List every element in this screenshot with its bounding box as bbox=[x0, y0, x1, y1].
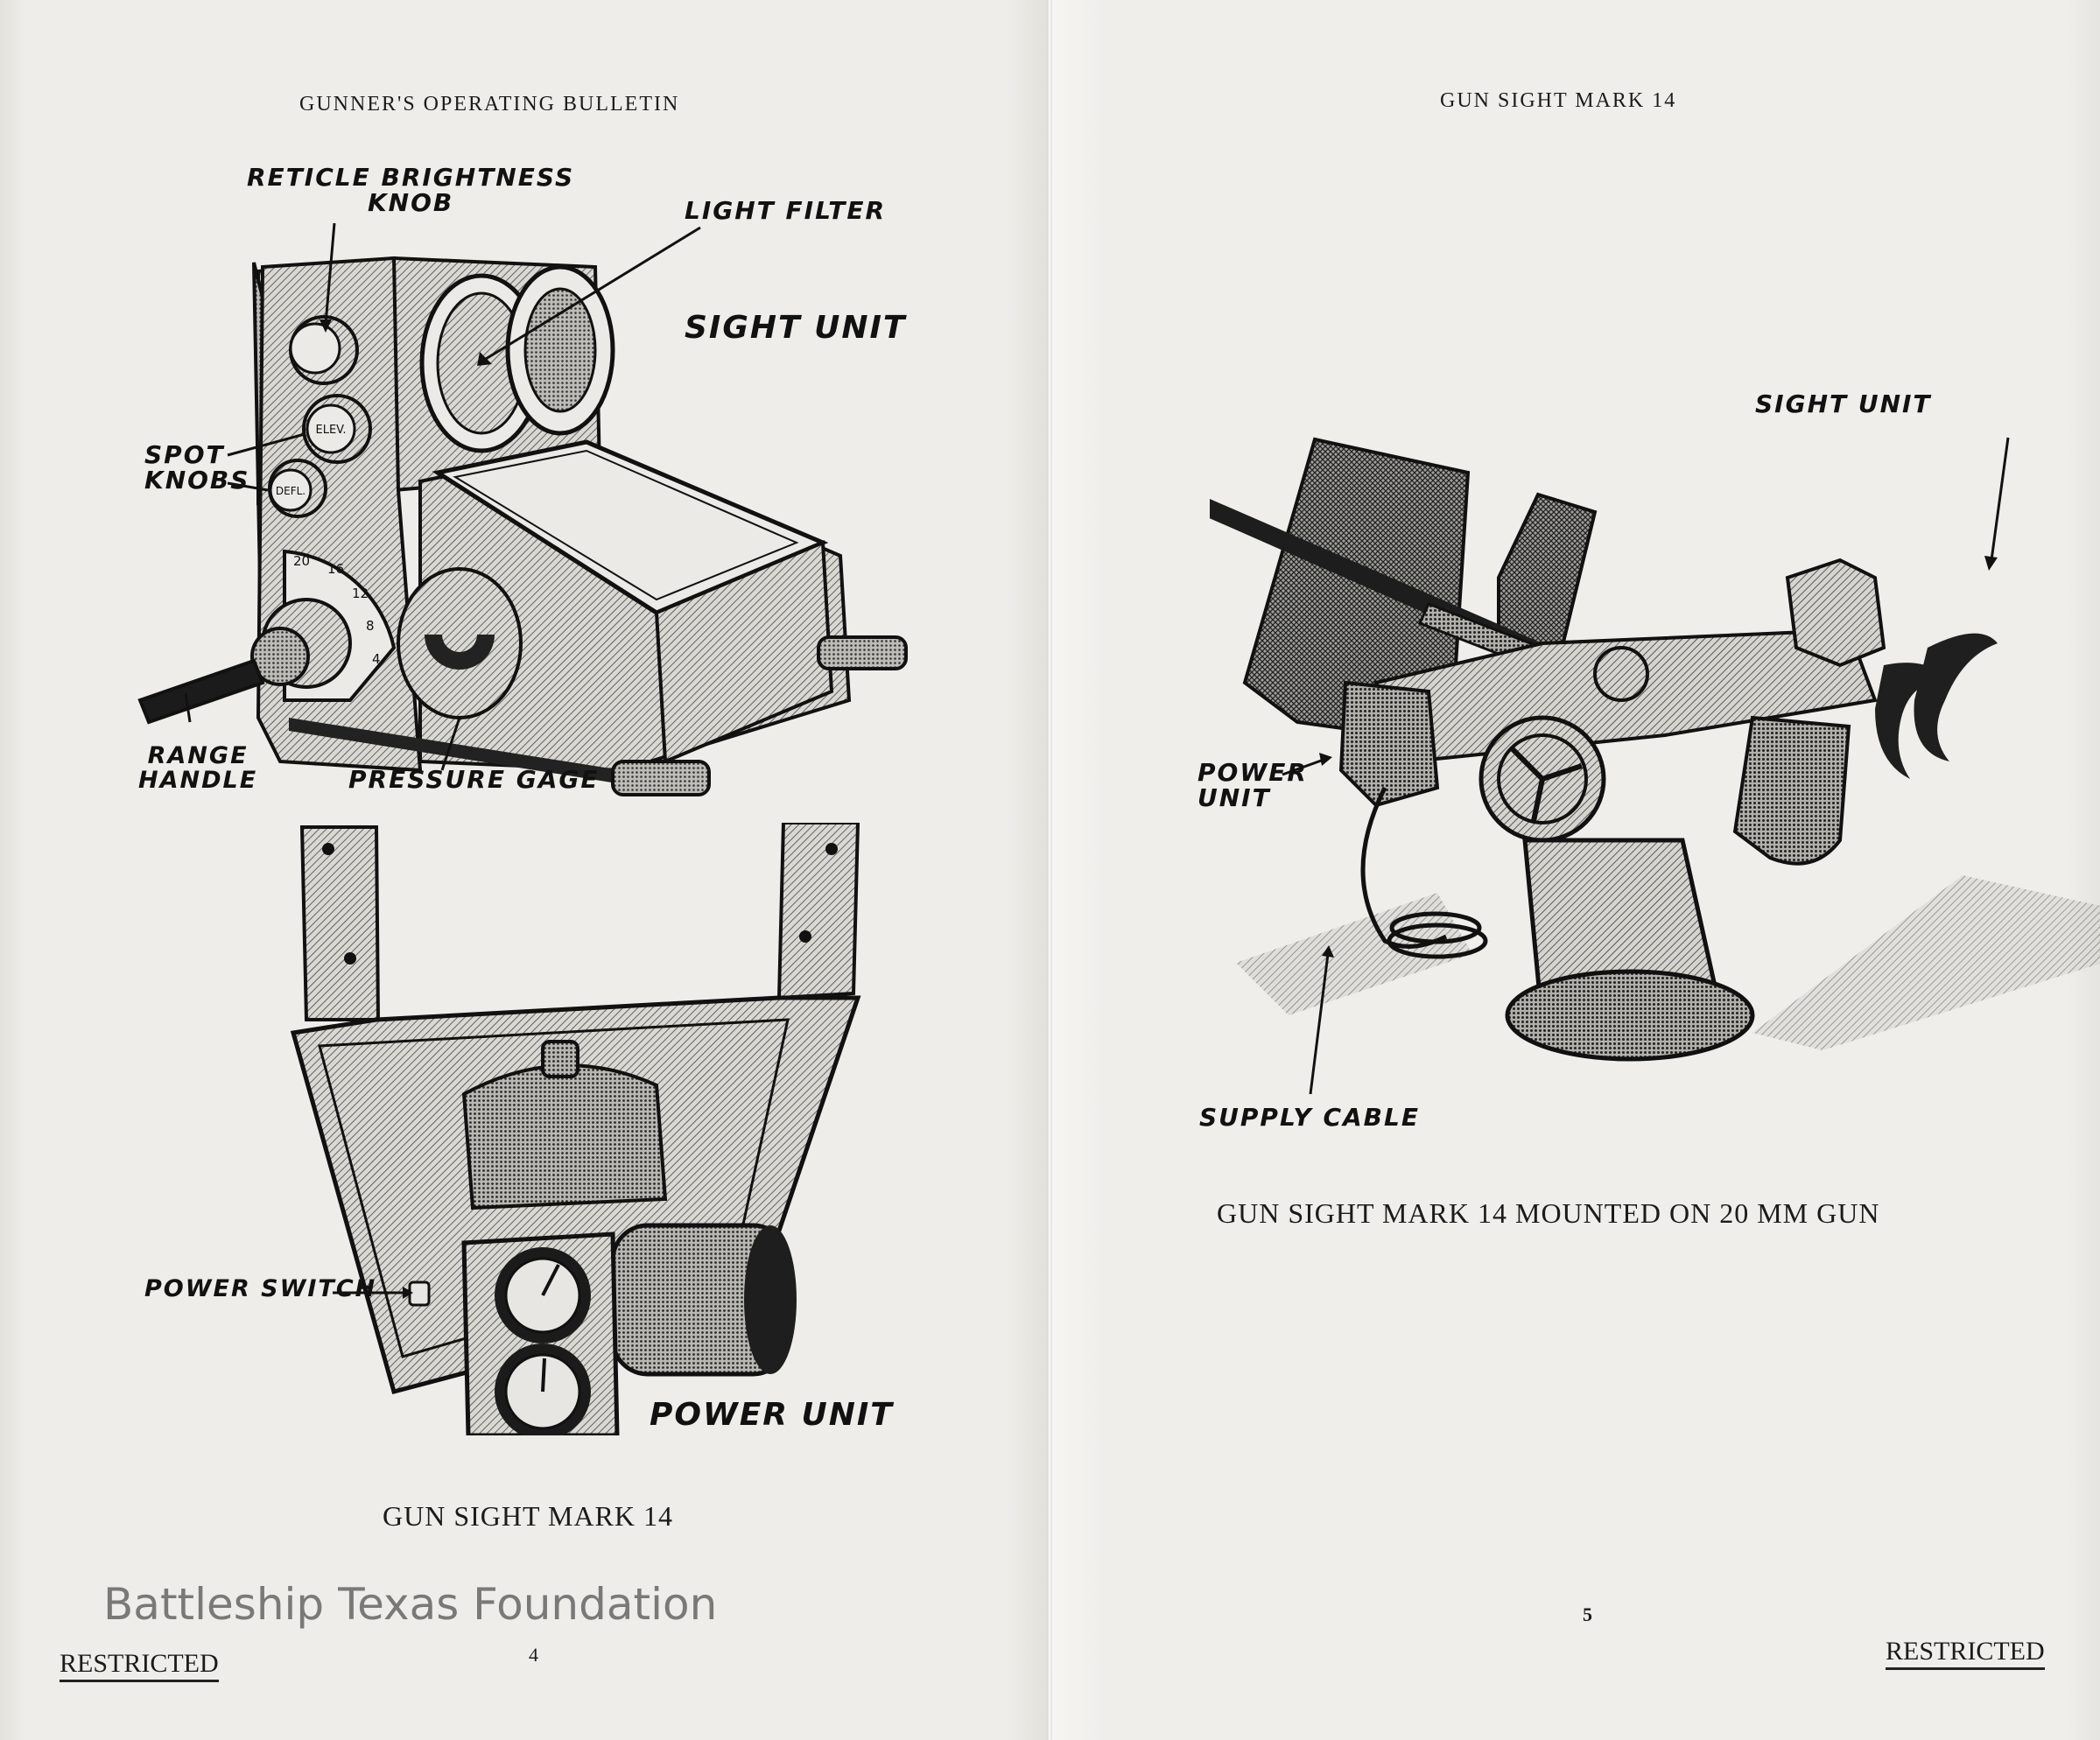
gun-mount-illustration bbox=[1210, 437, 2100, 1095]
figure-caption-left: GUN SIGHT MARK 14 bbox=[383, 1500, 673, 1532]
label-spot-knobs: SPOT KNOBS bbox=[144, 440, 250, 495]
range-dial-mark-20: 20 bbox=[293, 553, 310, 569]
range-dial-mark-4: 4 bbox=[372, 651, 381, 667]
page-number-right: 5 bbox=[1583, 1603, 1592, 1625]
left-page: GUNNER'S OPERATING BULLETIN bbox=[0, 0, 1049, 1740]
right-page: GUN SIGHT MARK 14 bbox=[1052, 0, 2100, 1740]
label-power-unit: POWER UNIT bbox=[650, 1397, 894, 1433]
label-sight-unit: SIGHT UNIT bbox=[685, 310, 907, 346]
range-dial-mark-12: 12 bbox=[352, 586, 369, 601]
classification-marking-left: RESTRICTED bbox=[60, 1649, 219, 1682]
label-supply-cable: SUPPLY CABLE bbox=[1199, 1103, 1420, 1132]
label-power-unit-mounted: POWER UNIT bbox=[1197, 758, 1308, 813]
classification-marking-right: RESTRICTED bbox=[1886, 1637, 2045, 1670]
label-reticle-brightness-knob: RETICLE BRIGHTNESS KNOB bbox=[247, 163, 575, 218]
range-dial-mark-8: 8 bbox=[366, 618, 375, 634]
page-number-left: 4 bbox=[529, 1644, 538, 1666]
figure-caption-right: GUN SIGHT MARK 14 MOUNTED ON 20 MM GUN bbox=[1217, 1197, 1880, 1229]
watermark: Battleship Texas Foundation bbox=[103, 1579, 718, 1630]
defl-knob-marking: DEFL. bbox=[276, 485, 306, 497]
book-gutter bbox=[1047, 0, 1052, 1740]
range-dial-mark-16: 16 bbox=[327, 561, 344, 577]
label-range-handle: RANGE HANDLE bbox=[138, 742, 258, 795]
running-head-left: GUNNER'S OPERATING BULLETIN bbox=[299, 93, 680, 116]
power-unit-illustration bbox=[290, 823, 861, 1435]
label-pressure-gage: PRESSURE GAGE bbox=[348, 765, 600, 794]
label-power-switch: POWER SWITCH bbox=[144, 1275, 377, 1302]
sight-unit-illustration: ELEV. DEFL. 20 16 12 8 4 bbox=[137, 222, 908, 796]
running-head-right: GUN SIGHT MARK 14 bbox=[1440, 89, 1677, 112]
label-sight-unit-mounted: SIGHT UNIT bbox=[1755, 389, 1932, 418]
elev-knob-marking: ELEV. bbox=[315, 424, 346, 437]
label-light-filter: LIGHT FILTER bbox=[685, 196, 887, 225]
